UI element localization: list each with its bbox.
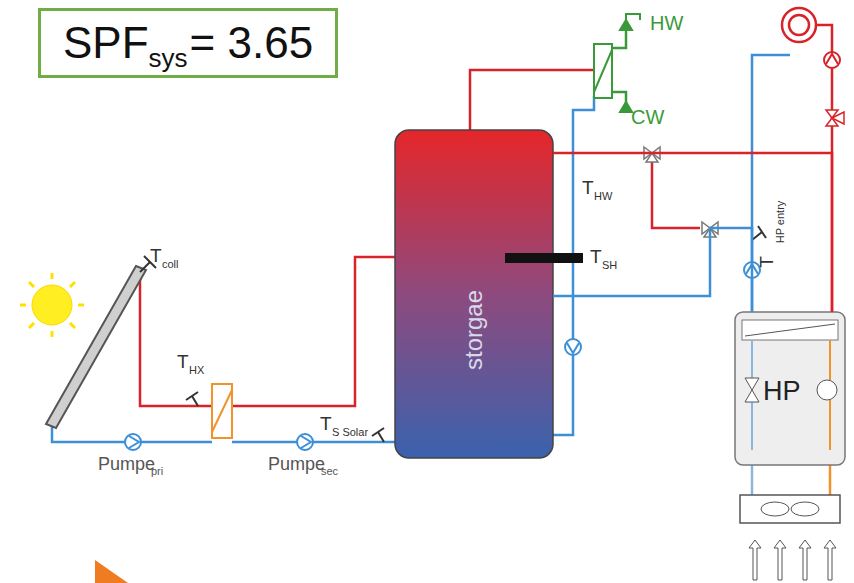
result-text: = 3.65 [190, 21, 314, 65]
three-way-valve [644, 110, 844, 237]
water-label: CW [631, 107, 664, 127]
storage-tank [395, 130, 553, 458]
subscript-label: SH [602, 260, 617, 271]
sensor-label: T [177, 352, 189, 371]
air-arrow [749, 540, 836, 580]
subscript: sys [149, 45, 188, 71]
subscript-label: sec [321, 466, 338, 477]
result-text: SPF [63, 21, 149, 65]
subscript-label: HW [594, 191, 612, 202]
sensor-label: T [150, 246, 162, 265]
subscript-label: pri [151, 466, 163, 477]
subscript-label: HX [189, 365, 204, 376]
heat-pump-unit [735, 312, 845, 465]
electric-heater [505, 253, 583, 263]
sensor-label: Pumpe [98, 455, 155, 473]
fan-evaporator [740, 495, 840, 523]
pipe-connector [553, 228, 752, 312]
unit-label: HP [763, 376, 801, 407]
sun-symbol [20, 273, 84, 337]
sensor-label: T [590, 247, 602, 266]
subscript-label: S Solar [332, 427, 368, 438]
result-box: SPFsys= 3.65 [38, 8, 338, 78]
tap-symbol [620, 14, 640, 112]
subscript-label: coll [162, 259, 179, 270]
heat-pump: HP [735, 312, 845, 465]
pipe-connector [553, 153, 832, 312]
nav-triangle [95, 560, 128, 583]
sensor-label: Pumpe [268, 455, 325, 473]
sensor-label: T [320, 414, 332, 433]
tank-label: storgae [460, 290, 488, 370]
sensor-label: T [757, 256, 776, 268]
solar-collector [46, 266, 146, 428]
radiator-symbol [782, 8, 816, 42]
sensor-label: T [582, 178, 594, 197]
subscript-label: HP entry [775, 201, 786, 244]
water-label: HW [650, 13, 683, 33]
storage-tank: storgae [395, 130, 553, 458]
